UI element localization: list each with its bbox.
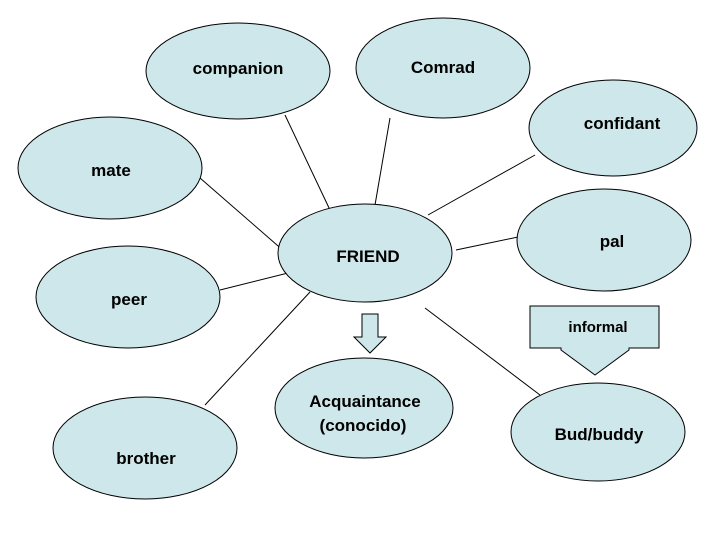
connector-brother <box>204 291 311 406</box>
node-acquaintance-label-line2: (conocido) <box>320 416 407 435</box>
node-comrad-label: Comrad <box>411 58 475 77</box>
node-confidant: confidant <box>528 79 698 177</box>
node-brother: brother <box>52 396 238 500</box>
node-acquaintance: Acquaintance (conocido) <box>274 357 454 459</box>
node-brother-label: brother <box>116 449 176 468</box>
informal-callout: informal <box>529 305 660 376</box>
node-companion: companion <box>145 22 331 120</box>
node-mate-label: mate <box>91 161 131 180</box>
node-confidant-label: confidant <box>584 114 661 133</box>
node-bud-buddy-label: Bud/buddy <box>555 425 644 444</box>
node-friend-label: FRIEND <box>336 247 399 266</box>
node-pal: pal <box>516 188 692 292</box>
connector-mate <box>199 177 286 253</box>
node-friend: FRIEND <box>277 203 453 303</box>
node-comrad: Comrad <box>355 17 531 119</box>
node-acquaintance-label-line1: Acquaintance <box>309 392 420 411</box>
node-mate: mate <box>17 116 203 220</box>
node-peer: peer <box>35 245 221 349</box>
connector-companion <box>284 114 331 211</box>
node-peer-label: peer <box>111 290 147 309</box>
connector-pal <box>455 236 519 251</box>
informal-callout-arrow-icon <box>529 305 660 376</box>
connector-confidant <box>427 154 536 216</box>
informal-label: informal <box>568 319 627 336</box>
node-pal-label: pal <box>600 232 625 251</box>
node-companion-label: companion <box>193 59 284 78</box>
node-bud-buddy: Bud/buddy <box>510 382 686 482</box>
connectors <box>199 114 541 406</box>
connector-bud-buddy <box>424 307 541 396</box>
down-arrow-icon <box>352 313 388 354</box>
connector-comrad <box>374 117 391 206</box>
